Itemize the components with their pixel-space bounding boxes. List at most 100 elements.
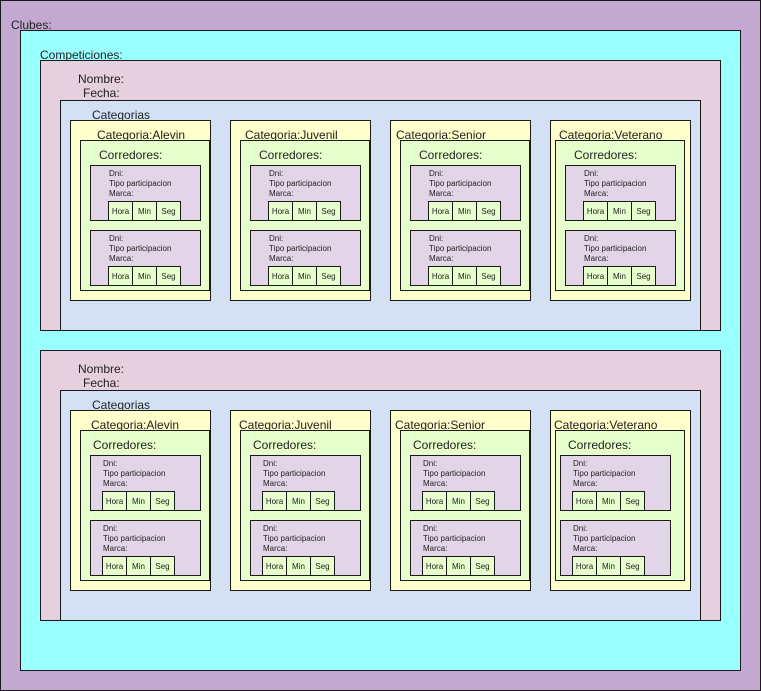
seg-cell[interactable]: Seg: [476, 201, 501, 221]
marca-label: Marca:: [103, 479, 128, 488]
min-cell[interactable]: Min: [132, 201, 157, 221]
min-cell[interactable]: Min: [286, 556, 311, 576]
hora-cell[interactable]: Hora: [108, 266, 133, 286]
dni-label: Dni:: [423, 524, 438, 533]
marca-label: Marca:: [584, 189, 609, 198]
min-cell[interactable]: Min: [452, 266, 477, 286]
seg-cell[interactable]: Seg: [470, 491, 495, 511]
marca-label: Marca:: [263, 544, 288, 553]
seg-cell[interactable]: Seg: [316, 201, 341, 221]
nombre-label: Nombre:: [78, 72, 125, 86]
min-cell[interactable]: Min: [452, 201, 477, 221]
seg-cell[interactable]: Seg: [620, 556, 645, 576]
dni-label: Dni:: [269, 169, 284, 178]
seg-cell[interactable]: Seg: [150, 491, 175, 511]
corredores-label: Corredores:: [93, 438, 157, 452]
tipo-participacion-label: Tipo participacion: [269, 244, 332, 253]
categoria-title: Categoria:Senior: [396, 128, 487, 142]
hora-cell[interactable]: Hora: [583, 266, 608, 286]
fecha-label: Fecha:: [83, 86, 120, 100]
seg-cell[interactable]: Seg: [310, 556, 335, 576]
hora-cell[interactable]: Hora: [262, 491, 287, 511]
tipo-participacion-label: Tipo participacion: [423, 469, 486, 478]
categoria-title: Categoria:Senior: [395, 418, 486, 432]
marca-label: Marca:: [103, 544, 128, 553]
marca-label: Marca:: [573, 479, 598, 488]
hora-cell[interactable]: Hora: [108, 201, 133, 221]
seg-cell[interactable]: Seg: [470, 556, 495, 576]
tipo-participacion-label: Tipo participacion: [263, 469, 326, 478]
tipo-participacion-label: Tipo participacion: [584, 179, 647, 188]
dni-label: Dni:: [573, 524, 588, 533]
seg-cell[interactable]: Seg: [631, 266, 656, 286]
seg-cell[interactable]: Seg: [631, 201, 656, 221]
hora-cell[interactable]: Hora: [262, 556, 287, 576]
marca-label: Marca:: [263, 479, 288, 488]
hora-cell[interactable]: Hora: [428, 201, 453, 221]
dni-label: Dni:: [429, 234, 444, 243]
marca-label: Marca:: [423, 544, 448, 553]
categoria-title: Categoria:Veterano: [554, 418, 658, 432]
hora-cell[interactable]: Hora: [583, 201, 608, 221]
hora-cell[interactable]: Hora: [422, 491, 447, 511]
marca-label: Marca:: [573, 544, 598, 553]
min-cell[interactable]: Min: [292, 266, 317, 286]
tipo-participacion-label: Tipo participacion: [573, 534, 636, 543]
corredores-label: Corredores:: [253, 438, 317, 452]
seg-cell[interactable]: Seg: [150, 556, 175, 576]
dni-label: Dni:: [423, 459, 438, 468]
hora-cell[interactable]: Hora: [268, 201, 293, 221]
corredores-label: Corredores:: [99, 148, 163, 162]
hora-cell[interactable]: Hora: [102, 491, 127, 511]
corredores-label: Corredores:: [413, 438, 477, 452]
min-cell[interactable]: Min: [446, 556, 471, 576]
dni-label: Dni:: [584, 234, 599, 243]
min-cell[interactable]: Min: [292, 201, 317, 221]
min-cell[interactable]: Min: [596, 556, 621, 576]
min-cell[interactable]: Min: [607, 266, 632, 286]
tipo-participacion-label: Tipo participacion: [584, 244, 647, 253]
min-cell[interactable]: Min: [132, 266, 157, 286]
min-cell[interactable]: Min: [446, 491, 471, 511]
min-cell[interactable]: Min: [607, 201, 632, 221]
min-cell[interactable]: Min: [596, 491, 621, 511]
hora-cell[interactable]: Hora: [422, 556, 447, 576]
tipo-participacion-label: Tipo participacion: [103, 469, 166, 478]
seg-cell[interactable]: Seg: [156, 266, 181, 286]
tipo-participacion-label: Tipo participacion: [423, 534, 486, 543]
corredores-label: Corredores:: [259, 148, 323, 162]
dni-label: Dni:: [263, 459, 278, 468]
marca-label: Marca:: [269, 189, 294, 198]
seg-cell[interactable]: Seg: [620, 491, 645, 511]
seg-cell[interactable]: Seg: [156, 201, 181, 221]
min-cell[interactable]: Min: [286, 491, 311, 511]
dni-label: Dni:: [263, 524, 278, 533]
min-cell[interactable]: Min: [126, 491, 151, 511]
min-cell[interactable]: Min: [126, 556, 151, 576]
seg-cell[interactable]: Seg: [310, 491, 335, 511]
hora-cell[interactable]: Hora: [428, 266, 453, 286]
seg-cell[interactable]: Seg: [316, 266, 341, 286]
nombre-label: Nombre:: [78, 362, 125, 376]
tipo-participacion-label: Tipo participacion: [429, 179, 492, 188]
seg-cell[interactable]: Seg: [476, 266, 501, 286]
hora-cell[interactable]: Hora: [102, 556, 127, 576]
tipo-participacion-label: Tipo participacion: [103, 534, 166, 543]
hora-cell[interactable]: Hora: [572, 491, 597, 511]
categoria-title: Categoria:Juvenil: [245, 128, 338, 142]
hora-cell[interactable]: Hora: [268, 266, 293, 286]
hora-cell[interactable]: Hora: [572, 556, 597, 576]
